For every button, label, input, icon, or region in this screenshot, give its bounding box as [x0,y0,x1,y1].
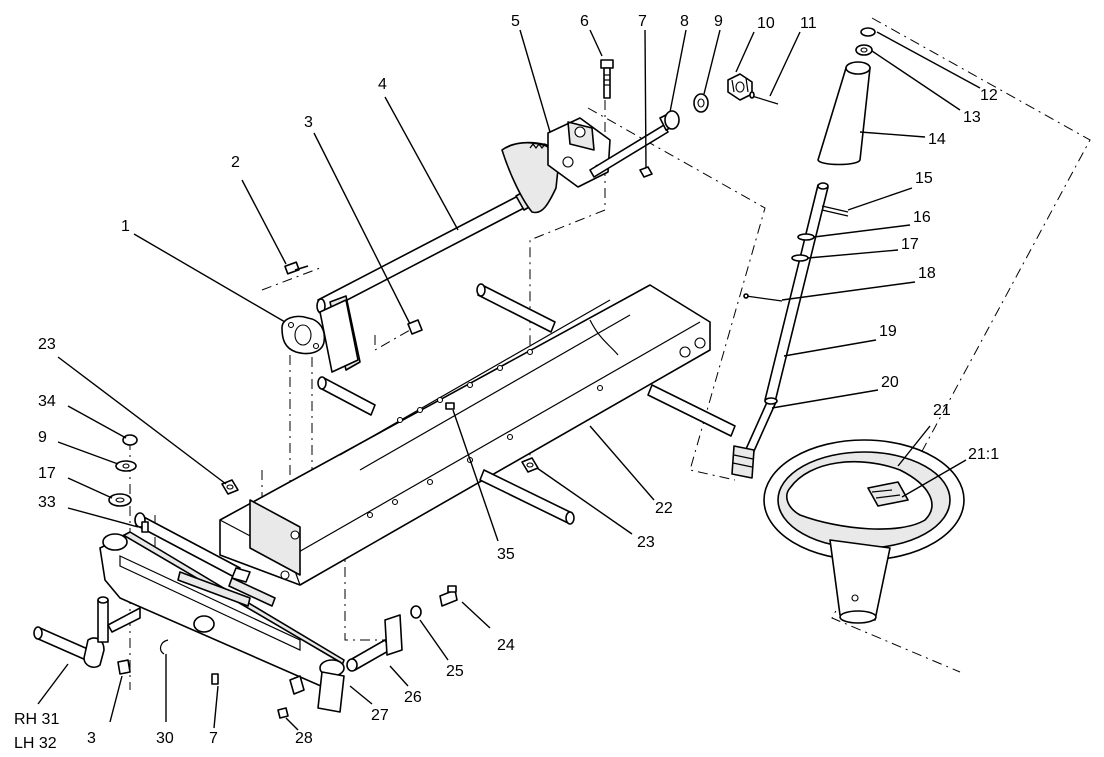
callout-5: 5 [511,13,520,30]
frame-nut-bottom [521,457,539,473]
callout-16: 16 [913,209,931,226]
frame-pin [445,402,455,410]
gear-shaft-extension [589,124,669,178]
callout-23-bottom: 23 [637,534,655,551]
callout-labels: 1 2 3 4 5 6 7 8 9 10 11 12 13 14 15 16 1… [14,13,999,752]
cotter-pin [749,91,779,105]
main-frame [219,284,711,586]
frame-side-bracket [319,295,361,373]
callout-rh-31: RH 31 [14,711,59,728]
callout-21-1: 21:1 [968,446,999,463]
callout-20: 20 [881,374,899,391]
callout-23-left: 23 [38,336,56,353]
callout-9-left: 9 [38,429,47,446]
grease-fitting-spindle [141,521,149,533]
tie-rod [134,512,251,583]
callout-4: 4 [378,76,387,93]
callout-25: 25 [446,663,464,680]
callout-lh-32: LH 32 [14,735,57,752]
frame-cross-tubes [317,283,736,525]
washer-17-left [108,493,132,507]
callout-28: 28 [295,730,313,747]
steering-shaft [316,187,539,314]
steering-wheel [763,439,965,624]
callout-17-upper: 17 [901,236,919,253]
callout-18: 18 [918,265,936,282]
e-ring [159,639,169,655]
callout-19: 19 [879,323,897,340]
callout-3: 3 [304,114,313,131]
callout-9-upper: 9 [714,13,723,30]
callout-10: 10 [757,15,775,32]
flat-washer [693,93,709,113]
bolt-flange [284,261,309,275]
cap-washer [860,27,876,37]
nut-spindle [117,659,131,675]
callout-26: 26 [404,689,422,706]
callout-17-left: 17 [38,465,56,482]
leader-lines [37,29,981,731]
steering-column [731,182,829,479]
callout-33: 33 [38,494,56,511]
callout-12: 12 [980,87,998,104]
callout-14: 14 [928,131,946,148]
callout-27: 27 [371,707,389,724]
callout-6: 6 [580,13,589,30]
pivot-pin [346,614,403,672]
cap-washer-2 [855,44,873,56]
callout-3-lower: 3 [87,730,96,747]
mounting-flange [281,315,326,355]
spindle [33,596,141,668]
callout-22: 22 [655,500,673,517]
grease-fitting-axle [211,673,219,685]
callout-35: 35 [497,546,515,563]
bolt-upper [600,59,614,99]
column-cover [817,61,871,166]
callout-2: 2 [231,154,240,171]
castle-nut [727,73,753,101]
roll-pin [821,205,849,217]
axle-nut [277,707,289,719]
bushing [659,110,680,131]
pivot-washer [410,605,422,619]
callout-7-upper: 7 [638,13,647,30]
callout-13: 13 [963,109,981,126]
front-axle [99,531,345,713]
washer-9-left [115,460,137,472]
nut-flange [407,319,423,335]
callout-7-lower: 7 [209,730,218,747]
callout-24: 24 [497,637,515,654]
callout-1: 1 [121,218,130,235]
locknut-upper [639,166,653,178]
pivot-bolt [439,585,458,607]
cap-34 [122,434,138,446]
callout-21: 21 [933,402,951,419]
callout-11: 11 [800,15,817,32]
callout-34: 34 [38,393,56,410]
column-cotter [743,293,783,302]
callout-30: 30 [156,730,174,747]
callout-8: 8 [680,13,689,30]
callout-15: 15 [915,170,933,187]
